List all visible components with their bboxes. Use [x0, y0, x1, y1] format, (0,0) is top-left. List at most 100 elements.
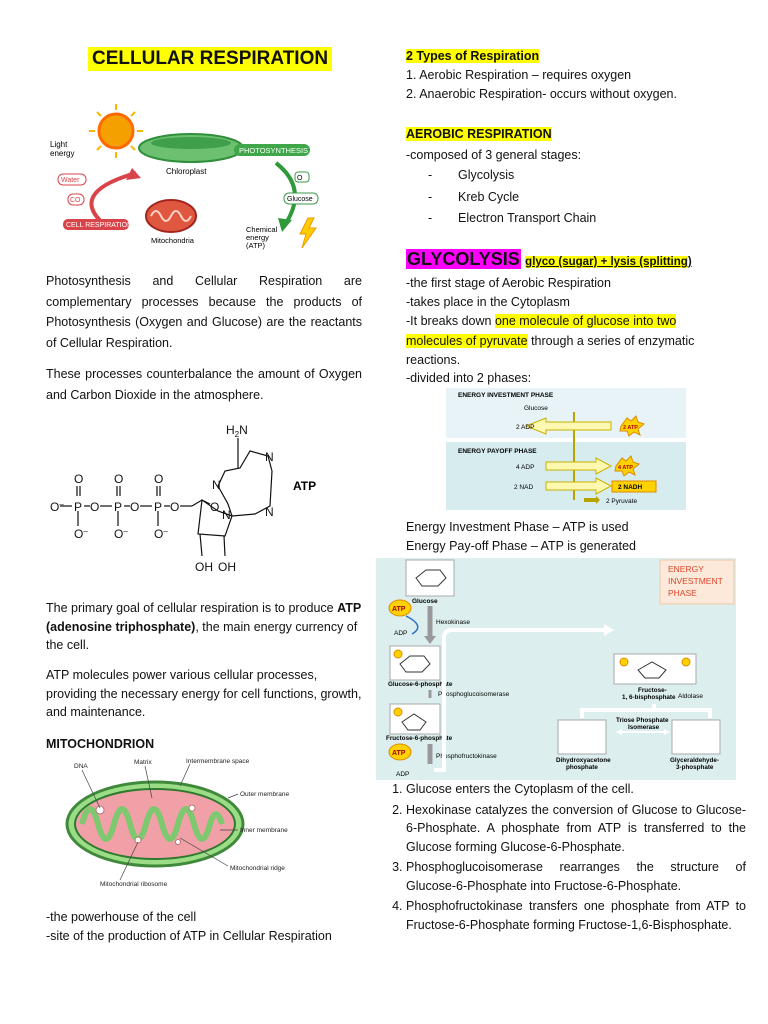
- glycolysis-line-4: -divided into 2 phases:: [406, 371, 532, 385]
- page-title: CELLULAR RESPIRATION: [88, 47, 333, 71]
- svg-text:O: O: [130, 500, 139, 514]
- atp-burst-icon: [619, 415, 646, 437]
- phase-glucose-label: Glucose: [524, 405, 548, 412]
- o2-label: O: [297, 175, 303, 182]
- atp-site-line: -site of the production of ATP in Cellul…: [46, 929, 332, 943]
- svg-text:N: N: [212, 478, 221, 492]
- step-3: Phosphoglucoisomerase rearranges the str…: [406, 858, 746, 895]
- paragraph-complementary: Photosynthesis and Cellular Respiration …: [46, 274, 362, 350]
- pfk-label: Phosphofructokinase: [436, 753, 497, 760]
- svg-text:OH: OH: [218, 560, 236, 574]
- aerobic-intro: -composed of 3 general stages:: [406, 148, 582, 162]
- glycolysis-subtitle: glyco (sugar) + lysis (splitting: [525, 256, 688, 268]
- svg-text:N: N: [265, 450, 274, 464]
- svg-text:O: O: [74, 472, 83, 486]
- step-1: Glucose enters the Cytoplasm of the cell…: [406, 780, 746, 799]
- svg-text:N: N: [265, 505, 274, 519]
- phase-2nadh-label: 2 NADH: [618, 484, 643, 491]
- pathway-adp-label-1: ADP: [394, 630, 407, 637]
- phase-4atp-label: 4 ATP: [618, 465, 633, 471]
- stage-etc: Electron Transport Chain: [406, 209, 596, 228]
- glycolysis-line-1: -the first stage of Aerobic Respiration: [406, 276, 611, 290]
- g3p-label: Glyceraldehyde-3-phosphate: [670, 757, 719, 771]
- glycolysis-heading: GLYCOLYSIS: [406, 249, 521, 269]
- glycolysis-subtitle-end: ): [687, 256, 692, 268]
- chloroplast-label: Chloroplast: [166, 167, 207, 176]
- phase-2atp-label: 2 ATP: [623, 425, 638, 431]
- types-heading: 2 Types of Respiration: [406, 49, 540, 63]
- glycolysis-steps-list: Glucose enters the Cytoplasm of the cell…: [384, 780, 746, 936]
- svg-text:O: O: [154, 472, 163, 486]
- stage-glycolysis: Glycolysis: [406, 166, 596, 185]
- phase-4adp-label: 4 ADP: [516, 464, 534, 471]
- payoff-phase-line: Energy Pay-off Phase – ATP is generated: [406, 539, 637, 553]
- energy-phases-figure: ENERGY INVESTMENT PHASE Glucose 2 ADP 2 …: [446, 388, 686, 510]
- aldolase-label: Aldolase: [678, 693, 703, 700]
- atp-input-icon-2: [388, 743, 412, 761]
- paragraph-primary-goal: The primary goal of cellular respiration…: [46, 601, 361, 652]
- svg-text:O: O: [210, 500, 219, 514]
- paragraph-counterbalance: These processes counterbalance the amoun…: [46, 367, 362, 402]
- svg-text:OH: OH: [195, 560, 213, 574]
- pgi-label: Phosphoglucoisomerase: [438, 691, 510, 698]
- svg-text:N: N: [222, 508, 231, 522]
- svg-text:P: P: [154, 500, 162, 514]
- svg-text:P: P: [114, 500, 122, 514]
- matrix-label: Matrix: [134, 759, 152, 766]
- step-2: Hexokinase catalyzes the conversion of G…: [406, 801, 746, 857]
- photosynthesis-label: PHOTOSYNTHESIS: [239, 146, 308, 155]
- svg-text:ATP: ATP: [392, 606, 406, 613]
- dna-label: DNA: [74, 763, 88, 770]
- svg-text:O–: O–: [74, 527, 88, 541]
- paragraph-atp-power: ATP molecules power various cellular pro…: [46, 668, 362, 719]
- aerobic-heading: AEROBIC RESPIRATION: [406, 127, 552, 141]
- glycolysis-heading-row: GLYCOLYSIS glyco (sugar) + lysis (splitt…: [406, 249, 692, 270]
- atp-input-icon-1: [388, 599, 412, 617]
- payoff-phase-label: ENERGY PAYOFF PHASE: [458, 448, 537, 455]
- investment-phase-line: Energy Investment Phase – ATP is used: [406, 520, 629, 534]
- water-label: Water: [61, 177, 80, 184]
- glucose-label: Glucose: [287, 196, 313, 203]
- co2-label: CO: [70, 197, 81, 204]
- powerhouse-line: -the powerhouse of the cell: [46, 910, 197, 924]
- svg-text:O–: O–: [154, 527, 168, 541]
- mitochondrial-ridge-label: Mitochondrial ridge: [230, 865, 285, 872]
- mitochondrial-ribosome-label: Mitochondrial ribosome: [100, 881, 168, 888]
- atp-label: ATP: [293, 479, 316, 493]
- svg-text:O: O: [90, 500, 99, 514]
- cell-respiration-label: CELL RESPIRATION: [66, 222, 132, 229]
- svg-text:O–: O–: [50, 500, 64, 514]
- step-4: Phosphofructokinase transfers one phosph…: [406, 897, 746, 934]
- atp-burst-icon-2: [614, 455, 641, 477]
- investment-phase-label: ENERGY INVESTMENT PHASE: [458, 392, 554, 399]
- outer-membrane-label: Outer membrane: [240, 791, 290, 798]
- svg-text:ATP: ATP: [392, 750, 406, 757]
- phase-2adp-label: 2 ADP: [516, 424, 534, 431]
- svg-text:O: O: [170, 500, 179, 514]
- energy-bolt-icon: [299, 217, 317, 249]
- stage-list: Glycolysis Kreb Cycle Electron Transport…: [406, 166, 596, 228]
- pathway-adp-label-2: ADP: [396, 771, 409, 778]
- svg-text:H2N: H2N: [226, 423, 248, 439]
- mitochondrion-figure: DNA Matrix Intermembrane space Outer mem…: [65, 758, 290, 888]
- pathway-glucose-label: Glucose: [412, 598, 438, 605]
- hexokinase-label: Hexokinase: [436, 619, 470, 626]
- glycolysis-line-3: -It breaks down one molecule of glucose …: [406, 314, 695, 367]
- stage-kreb-cycle: Kreb Cycle: [406, 188, 596, 207]
- type-anaerobic: 2. Anaerobic Respiration- occurs without…: [406, 87, 677, 101]
- g6p-label: Glucose-6-phosphate: [388, 681, 453, 688]
- type-aerobic: 1. Aerobic Respiration – requires oxygen: [406, 68, 632, 82]
- svg-text:P: P: [74, 500, 82, 514]
- f6p-label: Fructose-6-phosphate: [386, 735, 453, 742]
- inner-membrane-label: Inner membrane: [240, 827, 288, 834]
- mitochondria-label: Mitochondria: [151, 236, 195, 245]
- f16bp-label: Fructose-1, 6-bisphosphate: [622, 687, 676, 701]
